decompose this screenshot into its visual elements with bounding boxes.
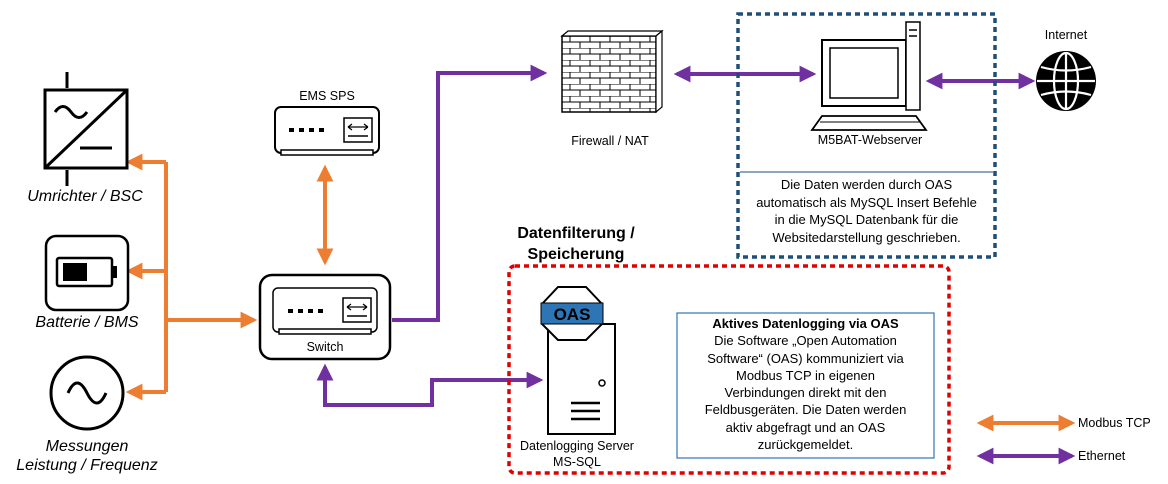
measurement-label-line2: Leistung / Frequenz [16,457,158,474]
modbus-connections [125,153,334,401]
battery-label: Batterie / BMS [35,314,139,331]
ems-sps-device-icon [274,106,380,156]
oas-note-line: Verbindungen direkt mit den [724,385,887,401]
firewall-label: Firewall / NAT [571,134,649,148]
switch-device-icon [258,273,392,361]
webserver-note: Die Daten werden durch OAS automatisch a… [740,174,993,254]
webserver-note-line: Die Daten werden durch OAS [780,177,953,192]
legend-ethernet-label: Ethernet [1078,449,1126,463]
webserver-label: M5BAT-Webserver [817,133,923,147]
ems-sps-label: EMS SPS [299,89,355,103]
globe-icon [1036,51,1096,111]
logging-server-label-line1: Datenlogging Server [520,439,634,453]
computer-icon [810,21,928,131]
oas-note-line: zurückgemeldet. [757,437,854,453]
oas-note-line: Software“ (OAS) kommuniziert via [707,350,904,366]
ethernet-connections [316,64,1036,407]
legend [976,414,1076,465]
firewall-icon [560,29,664,114]
oas-note: Aktives Datenlogging via OAS Die Softwar… [678,315,933,457]
ac-measurement-icon [49,355,125,431]
measurement-label-line1: Messungen [45,438,129,455]
oas-badge-label: OAS [554,305,591,324]
ethernet-switch-firewall [392,64,548,322]
oas-note-line: Modbus TCP in eigenen [735,367,875,383]
storage-zone-border [507,264,951,475]
inverter-icon [43,72,129,186]
storage-zone-title-line1: Datenfilterung / [517,225,635,242]
measurement-label: Messungen Leistung / Frequenz [2,437,172,475]
webserver-note-line: Websitedarstellung geschrieben. [772,229,961,245]
battery-icon [44,234,130,312]
legend-modbus-label: Modbus TCP [1078,416,1151,430]
oas-note-line: Feldbusgeräten. Die Daten werden [704,402,907,418]
switch-label: Switch [306,340,344,354]
oas-note-border [676,312,935,459]
inverter-label: Umrichter / BSC [27,188,143,205]
storage-zone-title: Datenfilterung / Speicherung [496,223,656,265]
webserver-zone-border [736,12,997,259]
webserver-note-line: automatisch als MySQL Insert Befehle [756,194,977,210]
oas-note-line: aktiv abgefragt und an OAS [725,419,886,435]
storage-zone-title-line2: Speicherung [527,246,625,263]
oas-note-line: Die Software „Open Automation [714,333,897,349]
oas-note-title: Aktives Datenlogging via OAS [712,316,899,331]
webserver-note-line: in die MySQL Datenbank für die [774,212,959,227]
ethernet-switch-logging-server [316,363,544,407]
logging-server-label-line2: MS-SQL [553,455,601,469]
oas-badge: OAS [540,286,604,341]
logging-server-label: Datenlogging Server MS-SQL [512,438,642,470]
internet-label: Internet [1044,28,1088,42]
